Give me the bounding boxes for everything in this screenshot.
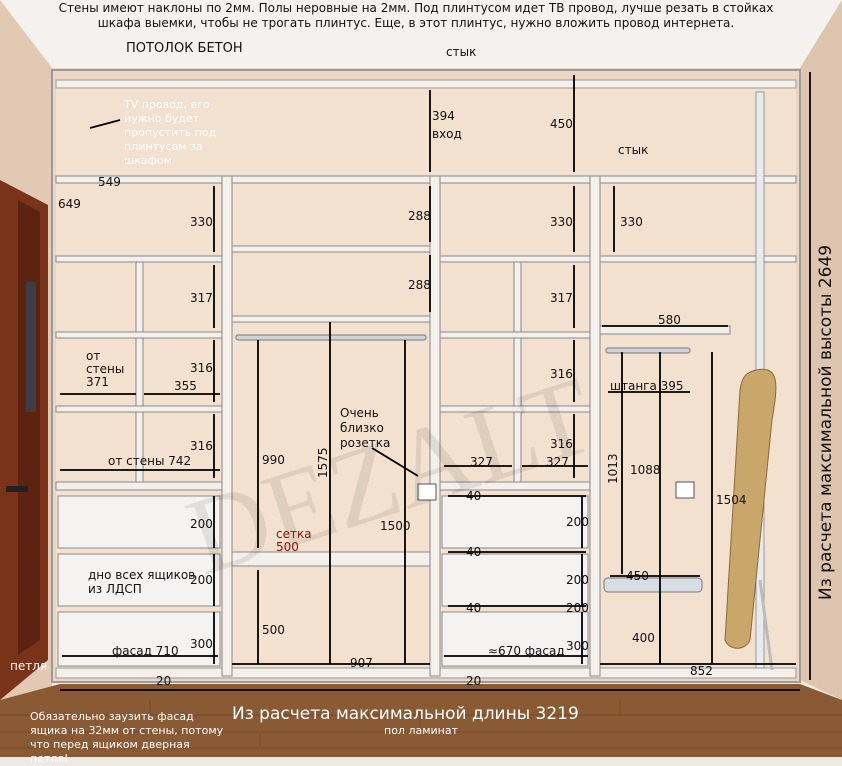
dim-580: 580 [658,313,681,327]
dimension-lines [60,72,811,691]
top-note: Стены имеют наклоны по 2мм. Полы неровны… [58,1,774,30]
dim-316-left-b: 316 [190,439,213,453]
dim-200-left-b: 200 [190,573,213,587]
drawer-bottom-note: дно всех ящиков из ЛДСП [88,568,196,596]
dim-vhod: вход [432,127,462,141]
door-handle [6,486,28,492]
dim-649: 649 [58,197,81,211]
dim-316-left-a: 316 [190,361,213,375]
dim-327-b: 327 [546,455,569,469]
shelf-top [55,175,797,184]
dim-1504: 1504 [716,493,747,507]
floor-label: пол ламинат [384,724,459,737]
dim-330-mid: 330 [550,215,573,229]
middle-shelves [231,245,431,567]
right-rod [605,347,691,354]
socket-middle [417,483,437,501]
floor [0,684,842,757]
dim-200-right-b: 200 [566,573,589,587]
dim-40-a: 40 [466,489,482,503]
dim-317-left: 317 [190,291,213,305]
pull-out-basket [603,577,703,593]
petlya-label: петля [10,659,48,673]
fasad-710: фасад 710 [112,644,179,658]
left-drawers [57,495,221,667]
dim-288-mid: 288 [408,278,431,292]
cabinet-frame [51,69,801,683]
dim-394: 394 [432,109,455,123]
dim-400: 400 [632,631,655,645]
dim-990: 990 [262,453,285,467]
dim-200-left-a: 200 [190,517,213,531]
dim-300-right: 300 [566,639,589,653]
max-length-label: Из расчета максимальной длины 3219 [232,704,579,724]
ot-steny-371: от стены 371 [86,349,125,389]
dim-852: 852 [690,664,713,678]
setka-label: сетка [276,527,312,541]
dim-20-left: 20 [156,674,172,688]
dim-549: 549 [98,175,121,189]
joint-label-top: стык [446,45,477,59]
bottom-note: Обязательно заузить фасад ящика на 32мм … [30,710,224,765]
dim-317-right: 317 [550,291,573,305]
dim-450-top: 450 [550,117,573,131]
joint-label-right: стык [618,143,649,157]
dim-907: 907 [350,656,373,670]
fasad-670: ≈670 фасад [488,644,565,658]
dim-288-top: 288 [408,209,431,223]
shtanga-395: штанга 395 [610,379,684,393]
dim-1013: 1013 [606,453,620,484]
door-glass [26,282,36,412]
tv-note: TV провод, его нужно будет пропустить по… [124,98,217,167]
dim-300-left: 300 [190,637,213,651]
plinth [55,667,797,679]
dim-40-c: 40 [466,601,482,615]
right-middle-shelves [439,255,591,491]
max-height-label: Из расчета максимальной высоты 2649 [816,244,836,600]
socket-right [675,481,695,499]
dim-1088: 1088 [630,463,661,477]
ceiling-label: ПОТОЛОК БЕТОН [126,41,243,56]
dim-330-right: 330 [620,215,643,229]
ironing-board [724,368,777,649]
dim-327-a: 327 [470,455,493,469]
middle-rod [235,334,427,341]
dim-1500: 1500 [380,519,411,533]
door-panel [18,200,40,655]
dim-330-left: 330 [190,215,213,229]
dim-40-b: 40 [466,545,482,559]
ironing-board-leg [758,579,774,671]
dim-316-right-a: 316 [550,367,573,381]
close-socket-note: Очень близко розетка [340,406,391,450]
dim-355: 355 [174,379,197,393]
ot-steny-742: от стены 742 [108,454,192,468]
dim-450-basket: 450 [626,569,649,583]
setka-500: 500 [276,540,299,554]
dim-200-right-c: 200 [566,601,589,615]
dim-500-bottom: 500 [262,623,285,637]
top-rail [55,79,797,89]
dim-200-right-a: 200 [566,515,589,529]
dim-20-right: 20 [466,674,482,688]
dim-1575: 1575 [316,447,330,478]
dim-316-right-b: 316 [550,437,573,451]
ceiling [0,0,842,68]
right-drawers [441,495,589,667]
floor-planks [0,700,842,749]
left-shelves [55,255,223,491]
